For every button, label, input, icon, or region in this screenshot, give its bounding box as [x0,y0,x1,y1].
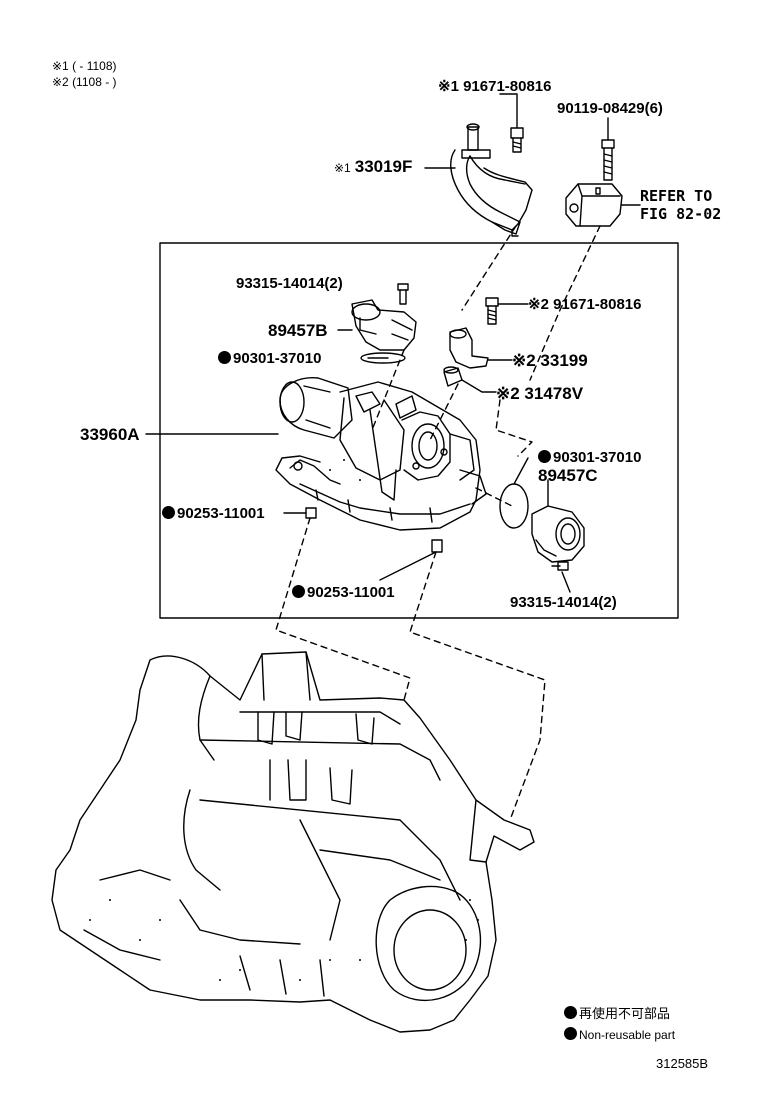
label-89457c: 89457C [538,466,598,485]
label-33019f-group: ※1 33019F [334,158,412,176]
label-90119-08429: 90119-08429(6) [557,100,663,117]
label-90301-37010-right: 90301-37010 [553,449,642,466]
label-33019f-mark: ※1 [334,161,351,175]
label-90253-11001-right: 90253-11001 [307,584,395,601]
leader-93315-bottom [561,571,571,593]
transmission-drawing [51,651,535,1033]
legend-jp-text: 再使用不可部品 [579,1006,671,1021]
leader-31478v [461,379,497,393]
assembly-box [159,242,679,619]
label-31478v: ※2 31478V [496,384,584,403]
sensor-89457c-drawing [531,505,585,563]
bracket-drawing [565,183,623,227]
leader-90301-right [513,457,529,485]
nonreusable-dot-icon [292,585,305,598]
legend-dot-icon [564,1027,577,1040]
label-90253-11001-left-group: 90253-11001 [162,506,265,521]
note-2: ※2 (1108 - ) [52,75,117,89]
part-33199-drawing [449,327,489,369]
oring-right-drawing [499,483,529,529]
bolt-93315-top-drawing [397,283,409,305]
nonreusable-dot-icon [538,450,551,463]
bolt-93315-bottom-drawing [551,561,569,571]
legend-en: Non-reusable part [564,1027,675,1041]
label-93315-14014-top: 93315-14014(2) [236,275,343,292]
texture-dots [89,459,479,981]
figure-id: 312585B [656,1056,709,1071]
label-90253-11001-left: 90253-11001 [177,505,265,522]
refer-line-2: FIG 82-02 [640,205,722,223]
label-93315-14014-bottom: 93315-14014(2) [510,594,617,611]
sensor-89457b-drawing [351,299,417,351]
leader-90253-right [379,551,437,581]
bolt-91671-top-drawing [510,127,524,153]
nonreusable-dot-icon [218,351,231,364]
label-91671-80816-top: ※1 91671-80816 [438,78,552,95]
label-33019f: 33019F [354,157,413,176]
legend-en-text: Non-reusable part [579,1028,676,1042]
bolt-91671-mid-drawing [485,297,499,325]
label-33960a: 33960A [80,425,140,444]
cap-90253-right-drawing [431,539,443,553]
label-90301-37010-right-group: 90301-37010 [538,450,641,465]
leader-91671-top [499,93,518,129]
label-33199: ※2 33199 [512,351,588,370]
label-90301-37010-top: 90301-37010 [233,350,322,367]
nonreusable-dot-icon [162,506,175,519]
note-1: ※1 ( - 1108) [52,59,117,73]
assembly-dashes [275,225,601,821]
label-89457b: 89457B [268,321,328,340]
label-91671-80816-mid: ※2 91671-80816 [528,296,642,313]
bolt-90119-drawing [601,139,615,181]
label-90253-11001-right-group: 90253-11001 [292,585,395,600]
legend-jp: 再使用不可部品 [564,1006,670,1020]
oring-top-drawing [360,352,406,364]
part-31478v-drawing [443,366,463,387]
pipe-33019f-drawing [450,123,533,237]
actuator-33960a-drawing [275,377,487,531]
legend-dot-icon [564,1006,577,1019]
label-90301-37010-top-group: 90301-37010 [218,351,321,366]
refer-line-1: REFER TO [640,187,713,205]
cap-90253-left-drawing [305,507,317,519]
